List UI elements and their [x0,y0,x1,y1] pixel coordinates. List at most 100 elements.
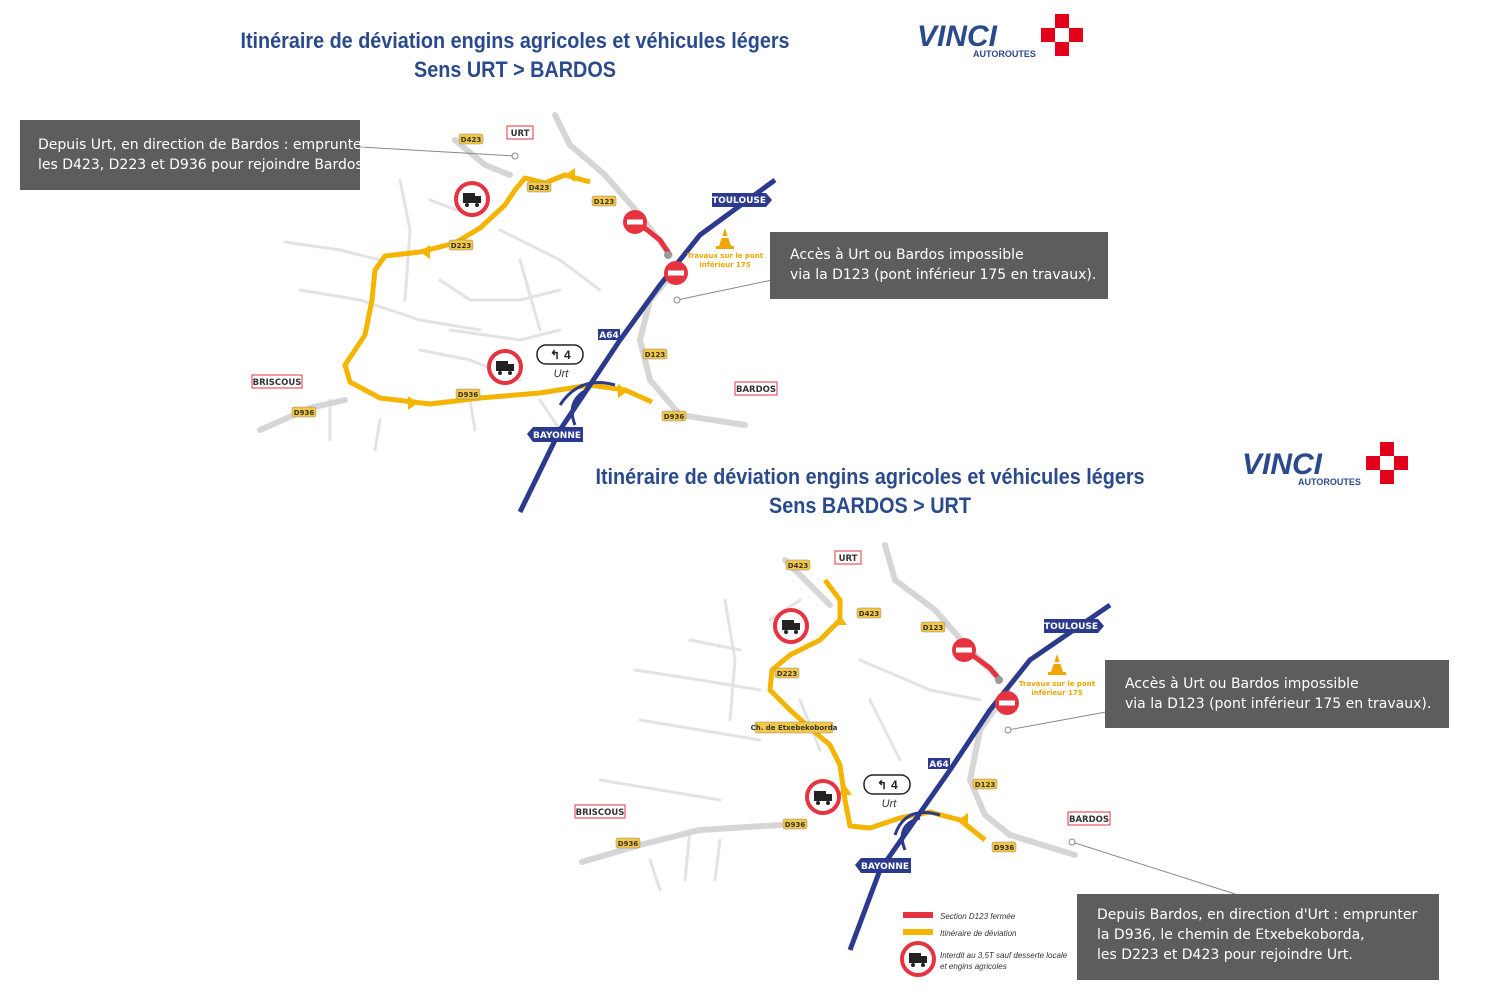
works-label: Travaux sur le pont [1019,680,1096,688]
town-label: BRISCOUS [253,378,302,388]
callout-line: Accès à Urt ou Bardos impossible [1125,676,1359,692]
legend-detour-swatch [903,929,933,935]
map2-detour-arrows [833,615,968,827]
road-label: D223 [777,670,798,678]
bayonne-sign-label: BAYONNE [861,862,909,872]
road-label: D123 [645,351,666,359]
vinci-logo-brand: VINCI [917,20,998,53]
road-label: D936 [458,391,479,399]
exit-name: Urt [882,798,898,810]
road-label: D936 [618,840,639,848]
road-label: D223 [451,242,472,250]
legend-forbidden-label: Interdit au 3,5T sauf desserte locale [940,951,1068,960]
map2-town-bardos [1067,811,1111,826]
map2-town-urt [834,550,862,565]
map1-minor-roads [283,178,602,452]
no-lorry-icon [805,779,841,815]
road-label: D936 [294,409,315,417]
exit-arrow-icon: ↰ [877,778,887,792]
map1-detour-route [342,172,654,407]
road-label: D936 [994,844,1015,852]
town-label: BARDOS [1069,815,1109,825]
map1: D423 D423 D223 D123 D123 D936 D936 D936 … [251,112,778,514]
legend-forbidden-label: et engins agricoles [940,962,1007,971]
town-label: URT [839,554,858,564]
map2-road-labels: D423 D423 D223 D123 D123 D936 D936 D936 … [615,559,1017,853]
callout-line: Accès à Urt ou Bardos impossible [790,247,1024,263]
road-label: D123 [594,198,615,206]
road-label: Ch. de Etxebekoborda [751,724,838,732]
legend-closed-label: Section D123 fermée [940,912,1016,921]
roadworks-cone-icon [1048,654,1066,675]
map2-title-line2: Sens BARDOS > URT [769,493,971,518]
town-label: BARDOS [736,385,776,395]
no-lorry-icon [900,941,936,977]
works-label: inférieur 175 [1031,689,1082,697]
no-lorry-icon [773,608,809,644]
no-lorry-icon [487,349,523,385]
callout-line: les D423, D223 et D936 pour rejoindre Ba… [38,157,368,173]
map2-title-line1: Itinéraire de déviation engins agricoles… [595,464,1145,489]
town-label: URT [511,129,530,139]
roadworks-cone-icon [716,228,734,249]
works-label: inférieur 175 [699,261,750,269]
no-lorry-icon [454,181,490,217]
callout-line: via la D123 (pont inférieur 175 en trava… [1125,696,1432,712]
town-label: BRISCOUS [576,808,625,818]
road-label: D423 [788,562,809,570]
callout-line: Depuis Urt, en direction de Bardos : emp… [38,137,368,153]
map1-callout-left: Depuis Urt, en direction de Bardos : emp… [20,120,368,190]
legend-detour-label: Itinéraire de déviation [940,929,1017,938]
works-label: Travaux sur le pont [687,252,764,260]
map2-callout-bottom: Depuis Bardos, en direction d'Urt : empr… [1077,894,1439,980]
road-label: D123 [975,781,996,789]
map1-interchange [558,381,616,406]
map2-minor-roads [598,598,982,892]
road-label: D423 [461,136,482,144]
map1-toulouse-sign [712,193,772,207]
map2-toulouse-sign [1044,619,1104,633]
callout-line: les D223 et D423 pour rejoindre Urt. [1097,947,1353,963]
exit-number: 4 [564,348,571,362]
toulouse-sign-label: TOULOUSE [1044,622,1098,632]
vinci-logo-brand: VINCI [1242,448,1323,481]
road-label: D936 [785,821,806,829]
exit-arrow-icon: ↰ [550,348,560,362]
map2-town-briscous [574,804,626,819]
no-entry-icon [952,638,976,662]
map1-exit-badge [536,344,584,365]
road-label: D123 [923,624,944,632]
legend: Section D123 fermée Itinéraire de déviat… [900,912,1068,977]
map1-title-line2: Sens URT > BARDOS [414,57,616,82]
map1-callout-right: Accès à Urt ou Bardos impossible via la … [770,232,1108,299]
legend-closed-swatch [903,912,933,918]
no-entry-icon [995,691,1019,715]
map1-title-line1: Itinéraire de déviation engins agricoles… [240,28,790,53]
vinci-logo-sub: AUTOROUTES [1298,477,1361,487]
vinci-logo: VINCI AUTOROUTES [917,14,1083,59]
road-label: D936 [664,413,685,421]
map1-detour-arrows [408,168,628,410]
bayonne-sign-label: BAYONNE [533,431,581,441]
vinci-logo: VINCI AUTOROUTES [1242,442,1408,487]
road-label: D423 [529,184,550,192]
map2-callout-right: Accès à Urt ou Bardos impossible via la … [1105,660,1449,728]
map1-town-urt [506,125,534,140]
road-label: D423 [859,610,880,618]
exit-number: 4 [891,778,898,792]
no-entry-icon [664,261,688,285]
motorway-label: A64 [599,331,619,341]
map1-road-labels: D423 D423 D223 D123 D123 D936 D936 D936 … [291,133,687,422]
callout-line: la D936, le chemin de Etxebekoborda, [1097,927,1365,943]
map1-town-briscous [251,374,303,389]
toulouse-sign-label: TOULOUSE [712,196,766,206]
exit-name: Urt [554,368,570,380]
vinci-cross-icon [1041,14,1083,56]
map2-exit-badge [863,774,911,795]
map2-interchange [893,811,941,836]
vinci-logo-sub: AUTOROUTES [973,49,1036,59]
callout-line: via la D123 (pont inférieur 175 en trava… [790,267,1097,283]
motorway-label: A64 [929,760,949,770]
callout-line: Depuis Bardos, en direction d'Urt : empr… [1097,907,1418,923]
